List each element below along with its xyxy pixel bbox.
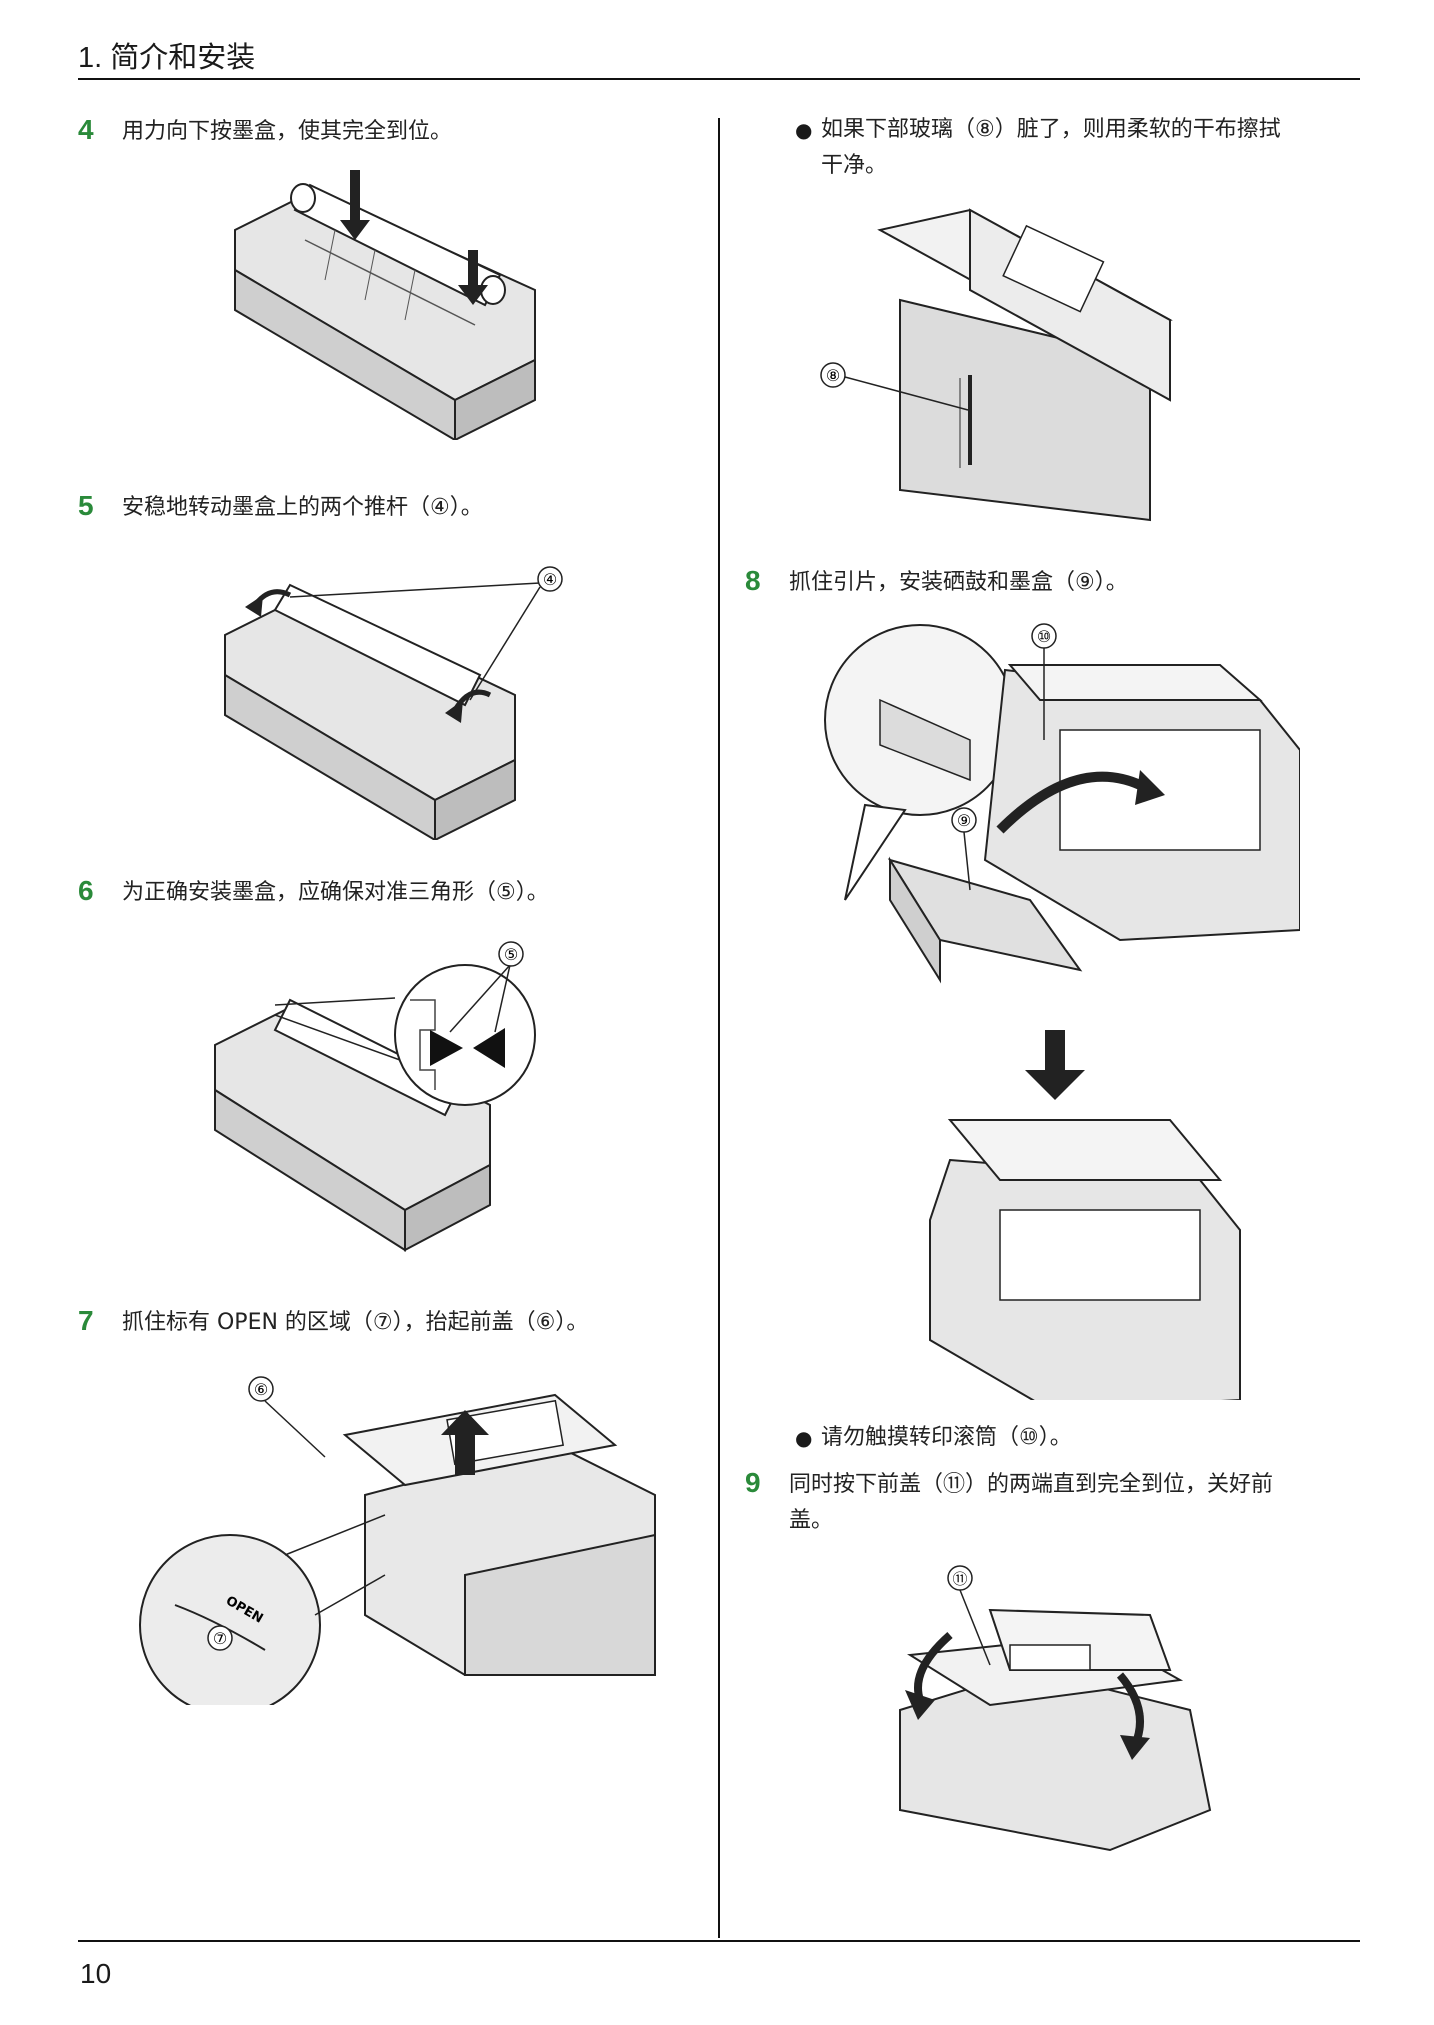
figure-align-triangles: ⑤ <box>205 940 565 1270</box>
step-number: 6 <box>78 875 94 906</box>
step-text: 抓住标有 OPEN 的区域（⑦），抬起前盖（⑥）。 <box>122 1310 589 1335</box>
figure-press-toner-down <box>225 170 545 440</box>
bullet-do-not-touch: ● 请勿触摸转印滚筒（⑩）。 <box>795 1420 1072 1456</box>
callout-9: ⑨ <box>957 811 971 830</box>
step-6: 6 为正确安装墨盒，应确保对准三角形（⑤）。 <box>78 875 549 911</box>
figure-lift-front-cover: ⑥ OPEN ⑦ <box>135 1375 665 1705</box>
bullet-text: 请勿触摸转印滚筒（⑩）。 <box>821 1425 1072 1450</box>
callout-5: ⑤ <box>504 945 518 964</box>
callout-8: ⑧ <box>826 366 840 385</box>
step-5: 5 安稳地转动墨盒上的两个推杆（④）。 <box>78 490 483 526</box>
step-text-line2: 盖。 <box>789 1508 834 1533</box>
section-title: 1. 简介和安装 <box>78 42 256 74</box>
step-text: 安稳地转动墨盒上的两个推杆（④）。 <box>122 495 483 520</box>
step-number: 5 <box>78 490 94 521</box>
bullet-text-line2: 干净。 <box>821 153 888 178</box>
step-number: 7 <box>78 1305 94 1336</box>
figure-close-front-cover: ⑪ <box>880 1560 1220 1860</box>
page-number: 10 <box>80 1958 112 1989</box>
step-text: 用力向下按墨盒，使其完全到位。 <box>122 119 453 144</box>
callout-4: ④ <box>543 570 557 589</box>
callout-6: ⑥ <box>254 1380 268 1399</box>
step-4: 4 用力向下按墨盒，使其完全到位。 <box>78 114 452 150</box>
step-number: 8 <box>745 565 761 596</box>
step-text: 为正确安装墨盒，应确保对准三角形（⑤）。 <box>122 880 549 905</box>
bullet-text-line1: 如果下部玻璃（⑧）脏了，则用柔软的干布擦拭 <box>821 117 1281 142</box>
bullet-clean-glass: ● 如果下部玻璃（⑧）脏了，则用柔软的干布擦拭 干净。 <box>795 112 1281 184</box>
header-rule <box>78 78 1360 80</box>
footer-rule <box>78 1940 1360 1942</box>
column-divider <box>718 118 720 1938</box>
step-7: 7 抓住标有 OPEN 的区域（⑦），抬起前盖（⑥）。 <box>78 1305 588 1341</box>
step-number: 4 <box>78 114 94 145</box>
step-text: 抓住引片，安装硒鼓和墨盒（⑨）。 <box>789 570 1128 595</box>
callout-10: ⑩ <box>1037 627 1051 646</box>
figure-lower-glass: ⑧ <box>820 200 1200 530</box>
callout-11: ⑪ <box>952 1570 967 1588</box>
step-number: 9 <box>745 1467 761 1498</box>
figure-rotate-levers: ④ <box>215 565 575 840</box>
step-9: 9 同时按下前盖（⑪）的两端直到完全到位，关好前 盖。 <box>745 1467 1273 1539</box>
callout-7: ⑦ <box>213 1629 227 1648</box>
step-8: 8 抓住引片，安装硒鼓和墨盒（⑨）。 <box>745 565 1128 601</box>
step-text-line1: 同时按下前盖（⑪）的两端直到完全到位，关好前 <box>789 1472 1274 1497</box>
figure-install-drum: ⑩ ⑨ <box>820 620 1300 1400</box>
bullet-dot: ● <box>795 1426 813 1450</box>
bullet-dot: ● <box>795 118 813 142</box>
